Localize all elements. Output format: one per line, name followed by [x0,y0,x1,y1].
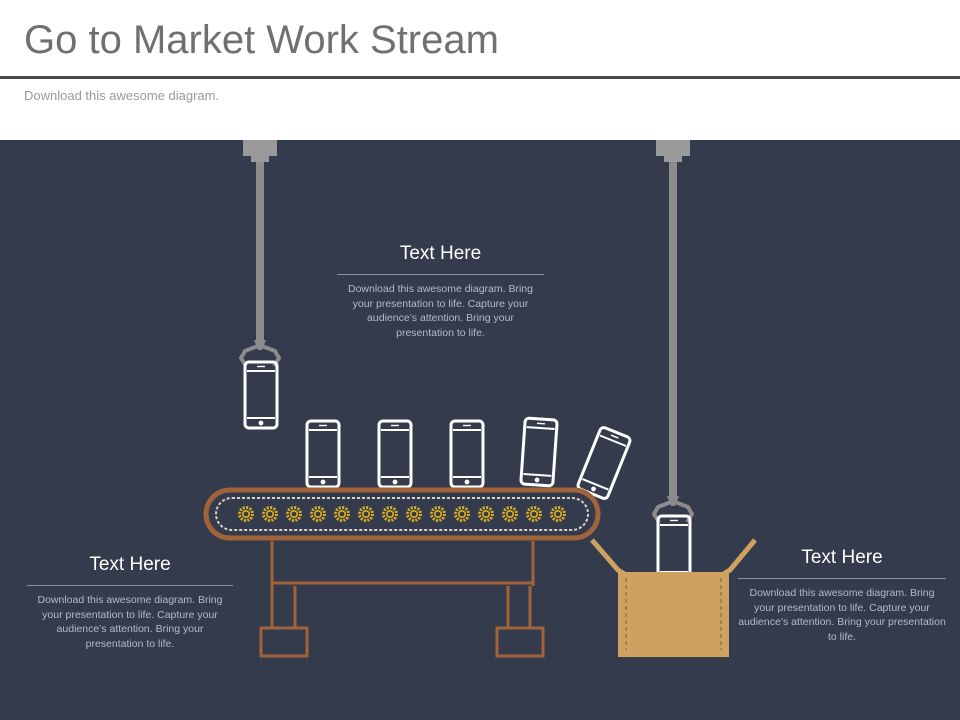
smartphone-icon [519,416,559,488]
callout-body: Download this awesome diagram. Bring you… [738,587,946,643]
gear-icon [334,506,350,522]
title-divider [0,76,960,79]
right-crane-icon [652,140,694,524]
smartphone-icon [449,419,485,489]
gear-icon [310,506,326,522]
callout-right: Text Here Download this awesome diagram.… [738,547,946,644]
callout-body: Download this awesome diagram. Bring you… [37,594,223,650]
gear-icon [550,506,566,522]
callout-body: Download this awesome diagram. Bring you… [347,283,533,339]
callout-left: Text Here Download this awesome diagram.… [27,554,233,651]
gear-icon [454,506,470,522]
gear-icon [238,506,254,522]
conveyor-stand [259,541,545,658]
gear-icon [526,506,542,522]
callout-heading: Text Here [27,554,233,586]
gear-icon [286,506,302,522]
callout-top: Text Here Download this awesome diagram.… [337,243,544,340]
smartphone-icon [575,424,633,502]
gear-icon [430,506,446,522]
callout-heading: Text Here [738,547,946,579]
smartphone-icon [243,360,279,430]
left-crane-icon [239,140,281,368]
cardboard-box-icon [590,514,757,657]
conveyor-belt-icon [203,487,601,541]
gear-icon [382,506,398,522]
smartphone-icon [377,419,413,489]
gear-icon [358,506,374,522]
page-subtitle: Download this awesome diagram. [24,88,220,103]
gear-icon [478,506,494,522]
page-title: Go to Market Work Stream [24,18,499,62]
callout-heading: Text Here [337,243,544,275]
smartphone-icon [305,419,341,489]
gear-icon [262,506,278,522]
gear-icon [502,506,518,522]
gear-icon [406,506,422,522]
conveyor-gears [238,506,566,522]
